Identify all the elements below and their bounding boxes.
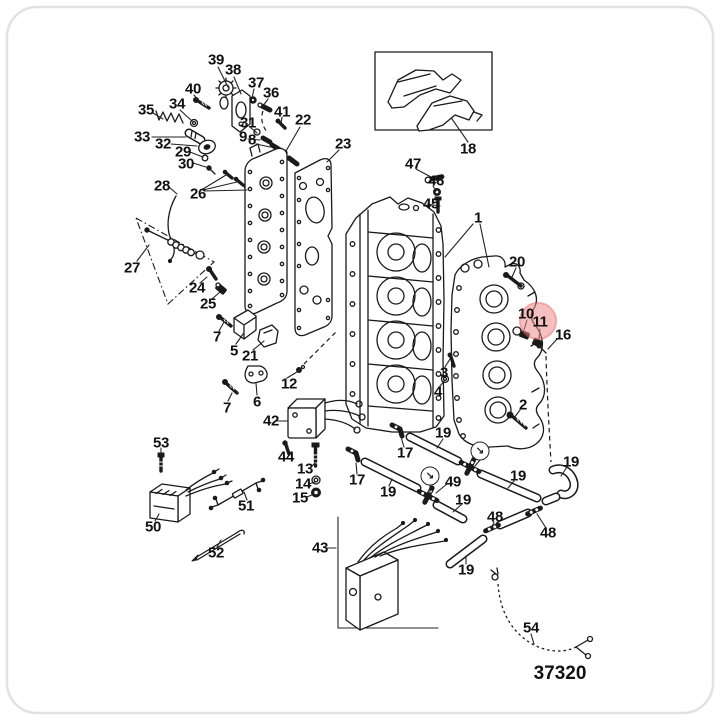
reed-block-box [374, 51, 493, 132]
cylinder-block [345, 174, 445, 433]
fuel-fitting [345, 446, 361, 463]
drawing-part-number: 37320 [533, 663, 587, 684]
highlight-circle [519, 302, 557, 340]
hose-coupler [483, 522, 501, 534]
cylinder-head [450, 255, 546, 450]
fuel-fitting [389, 422, 405, 439]
exhaust-cover-plate [244, 143, 288, 315]
page-corner-frame [5, 5, 715, 715]
leader-lines [136, 66, 568, 645]
tee-fitting [416, 485, 440, 505]
hose-coupler [525, 505, 543, 517]
fuel-hose-network [345, 422, 579, 569]
exhaust-gasket [294, 158, 333, 337]
electrical-components [149, 398, 594, 660]
tee-fitting [458, 456, 482, 476]
